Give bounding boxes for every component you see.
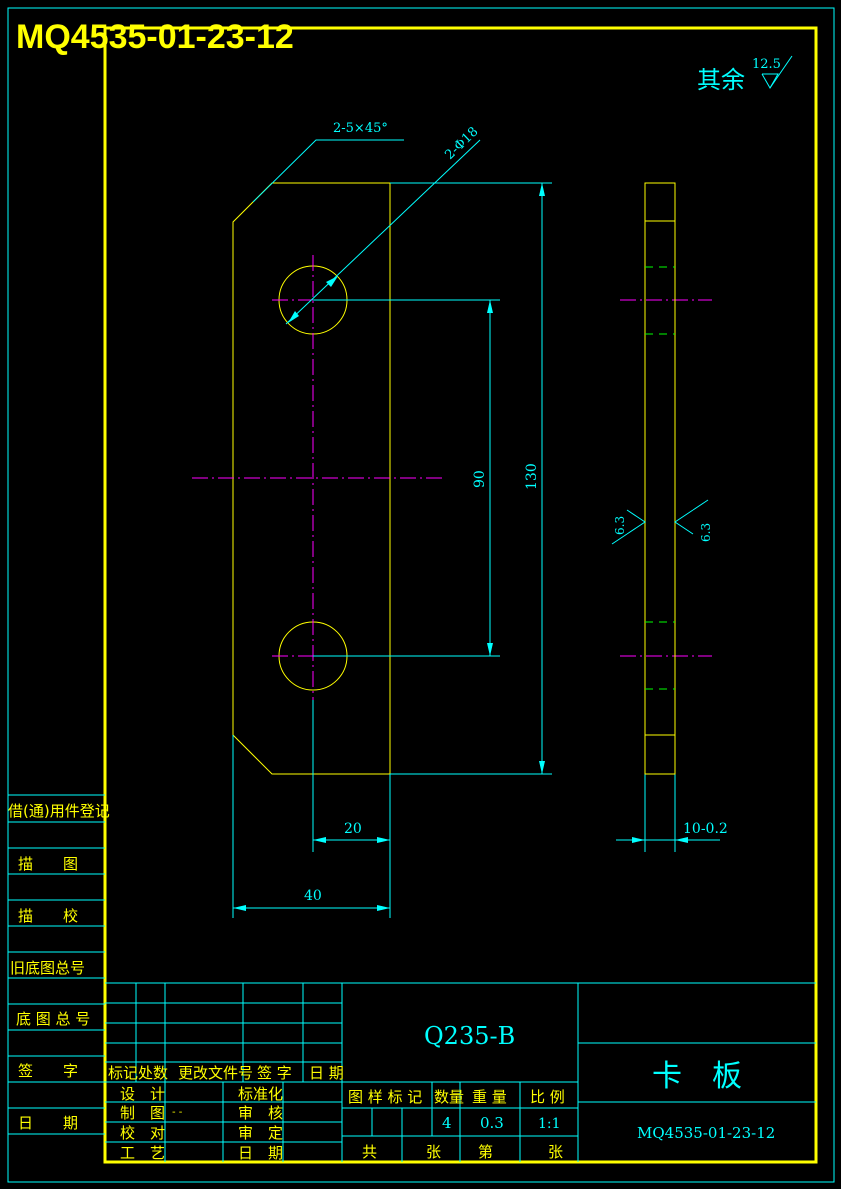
role-check: 校 对 bbox=[120, 1124, 165, 1142]
dim-chamfer: 2-5×45° bbox=[333, 121, 388, 136]
sheets-total-label: 共 bbox=[362, 1143, 377, 1161]
dim-edge-offset: 20 bbox=[344, 821, 362, 837]
approval-final: 审 定 bbox=[238, 1124, 283, 1142]
left-column-item: 底 图 总 号 bbox=[16, 1010, 90, 1028]
left-column-item: 日 期 bbox=[18, 1114, 78, 1132]
left-column-item: 描 图 bbox=[18, 855, 78, 873]
quantity-value: 4 bbox=[442, 1114, 452, 1132]
roughness-symbol bbox=[761, 73, 779, 90]
role-design: 设 计 bbox=[120, 1085, 165, 1103]
role-process: 工 艺 bbox=[120, 1144, 165, 1162]
revision-header-mark: 标记 bbox=[108, 1064, 138, 1082]
roughness-value: 12.5 bbox=[752, 57, 781, 72]
revision-header-sign: 签 字 bbox=[257, 1064, 292, 1082]
arrowheads bbox=[233, 183, 688, 911]
sheets-total-unit: 张 bbox=[426, 1143, 441, 1161]
approval-date: 日 期 bbox=[238, 1144, 283, 1162]
scale-value: 1:1 bbox=[538, 1116, 561, 1132]
left-column-item: 借(通)用件登记 bbox=[8, 802, 110, 820]
left-column-item: 描 校 bbox=[18, 907, 78, 925]
dim-length: 130 bbox=[524, 463, 540, 490]
roughness-label: 其余 bbox=[697, 66, 745, 94]
part-side-view bbox=[644, 182, 676, 775]
title-block-grid bbox=[105, 982, 816, 1162]
outer-frame bbox=[7, 7, 835, 1183]
header-weight: 重 量 bbox=[472, 1088, 507, 1106]
drawing-border bbox=[103, 26, 818, 1164]
dim-width: 40 bbox=[304, 888, 322, 904]
left-column bbox=[8, 794, 105, 1135]
revision-header-doc: 更改文件号 bbox=[178, 1064, 253, 1082]
dimension-lines bbox=[232, 139, 720, 918]
approval-review: 审 核 bbox=[238, 1104, 283, 1122]
header-quantity: 数量 bbox=[434, 1088, 464, 1106]
side-roughness-marks bbox=[611, 499, 709, 545]
sheet-number-unit: 张 bbox=[548, 1143, 563, 1161]
part-name: 卡 板 bbox=[652, 1059, 742, 1094]
side-roughness-left: 6.3 bbox=[613, 516, 627, 535]
dim-hole-spacing: 90 bbox=[472, 470, 488, 488]
weight-value: 0.3 bbox=[480, 1114, 504, 1132]
left-column-item: 签 字 bbox=[18, 1062, 78, 1080]
revision-header-count: 处数 bbox=[138, 1064, 168, 1082]
sheet-number-label: 第 bbox=[478, 1143, 493, 1161]
header-scale: 比 例 bbox=[530, 1088, 565, 1106]
header-sample-mark: 图 样 标 记 bbox=[348, 1088, 422, 1106]
material: Q235-B bbox=[424, 1022, 515, 1050]
centerlines bbox=[192, 255, 712, 700]
revision-header-date: 日 期 bbox=[309, 1064, 344, 1082]
left-column-item: 旧底图总号 bbox=[10, 959, 85, 977]
approval-standard: 标准化 bbox=[238, 1085, 283, 1103]
drawing-number: MQ4535-01-23-12 bbox=[637, 1124, 775, 1142]
side-roughness-right: 6.3 bbox=[699, 523, 713, 542]
designer-mark: - - bbox=[172, 1107, 183, 1118]
dim-thickness: 10-0.2 bbox=[683, 821, 728, 837]
drawing-code-header: MQ4535-01-23-12 bbox=[16, 18, 294, 56]
role-draw: 制 图 bbox=[120, 1104, 165, 1122]
